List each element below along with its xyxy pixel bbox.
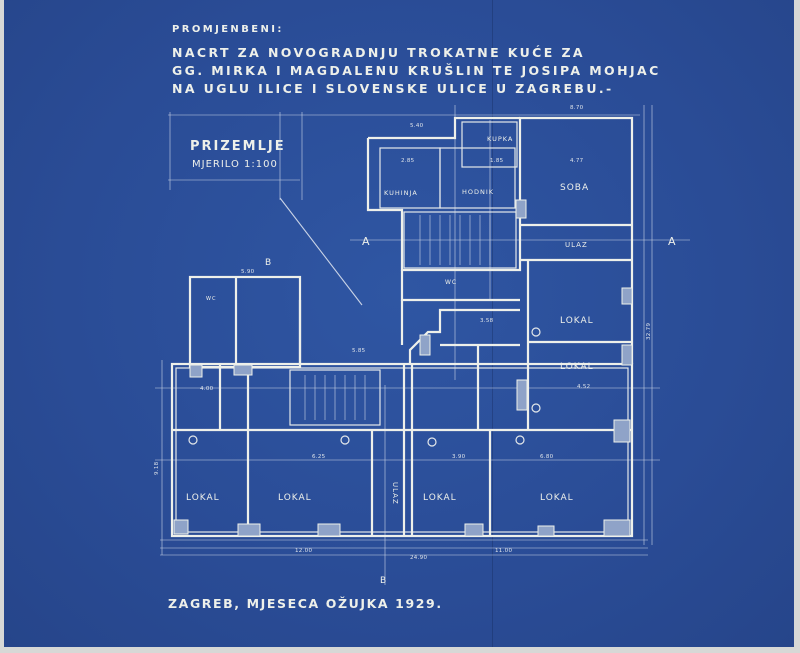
room-soba: SOBA (560, 183, 589, 193)
blueprint-sheet (4, 0, 794, 647)
room-shop-b4: LOKAL (540, 493, 574, 503)
walls (170, 116, 634, 538)
room-entrance-bottom: ULAZ (391, 482, 399, 505)
dim-room-e: 6.80 (540, 454, 554, 460)
dim-left-wing: 5.90 (241, 269, 255, 275)
dim-mid: 5.85 (352, 348, 366, 354)
fold-line (492, 0, 493, 647)
room-wc-left: WC (206, 296, 216, 302)
columns (188, 327, 541, 447)
stair-upper (419, 215, 491, 265)
dim-room-c: 6.25 (312, 454, 326, 460)
room-entrance-right: ULAZ (565, 241, 588, 249)
dim-bottom-left: 12.00 (295, 548, 312, 554)
dim-right-height: 32.79 (646, 323, 652, 340)
section-mark-a-left: A (362, 235, 371, 248)
room-labels: KUHINJA HODNIK KUPKA SOBA ULAZ WC WC LOK… (186, 135, 594, 505)
floor-name: PRIZEMLJE (190, 139, 286, 154)
dim-room-a: 4.77 (570, 158, 584, 164)
room-hall: HODNIK (462, 188, 494, 196)
pillars (173, 199, 633, 537)
title-line-3: NA UGLU ILICE I SLOVENSKE ULICE U ZAGREB… (172, 81, 614, 96)
place-date: ZAGREB, MJESECA OŽUJKA 1929. (168, 596, 443, 611)
room-shop-b1: LOKAL (186, 493, 220, 503)
plan-title: PRIZEMLJE MJERILO 1:100 (190, 139, 286, 170)
scale-label: MJERILO 1:100 (192, 159, 278, 170)
room-shop-r2: LOKAL (560, 362, 594, 372)
dim-room-d: 3.90 (452, 454, 466, 460)
dim-room-g: 3.58 (480, 318, 494, 324)
title-line-1: NACRT ZA NOVOGRADNJU TROKATNE KUĆE ZA (172, 45, 585, 60)
dim-top-total: 8.70 (570, 105, 584, 111)
section-marks: A A B B (265, 235, 677, 586)
dim-room-f: 4.52 (577, 384, 590, 390)
dim-room-h: 2.85 (401, 158, 415, 164)
room-kitchen: KUHINJA (384, 189, 418, 197)
dim-upper-width: 5.40 (410, 123, 424, 129)
section-mark-b-bottom: B (380, 576, 388, 586)
amendments-label: PROMJENBENI: (172, 24, 284, 35)
room-wc-upper: WC (445, 279, 457, 286)
room-shop-b2: LOKAL (278, 493, 312, 503)
section-mark-a-right: A (668, 235, 677, 248)
dim-room-b: 4.00 (200, 386, 214, 392)
header: PROMJENBENI: NACRT ZA NOVOGRADNJU TROKAT… (172, 24, 661, 96)
room-shop-b3: LOKAL (423, 493, 457, 503)
stair-lower (304, 375, 366, 420)
room-shop-r1: LOKAL (560, 316, 594, 326)
room-bath: KUPKA (487, 135, 513, 143)
section-mark-b-top: B (265, 258, 273, 268)
dim-room-i: 1.85 (490, 158, 504, 164)
dimension-labels: 8.70 5.40 5.90 5.85 12.00 11.00 24.90 9.… (154, 105, 652, 561)
dim-left-height: 9.18 (154, 461, 160, 475)
dim-bottom-right: 11.00 (495, 548, 512, 554)
title-line-2: GG. MIRKA I MAGDALENU KRUŠLIN TE JOSIPA … (172, 63, 661, 78)
dim-bottom-total: 24.90 (410, 555, 427, 561)
dimension-lines (155, 105, 690, 585)
